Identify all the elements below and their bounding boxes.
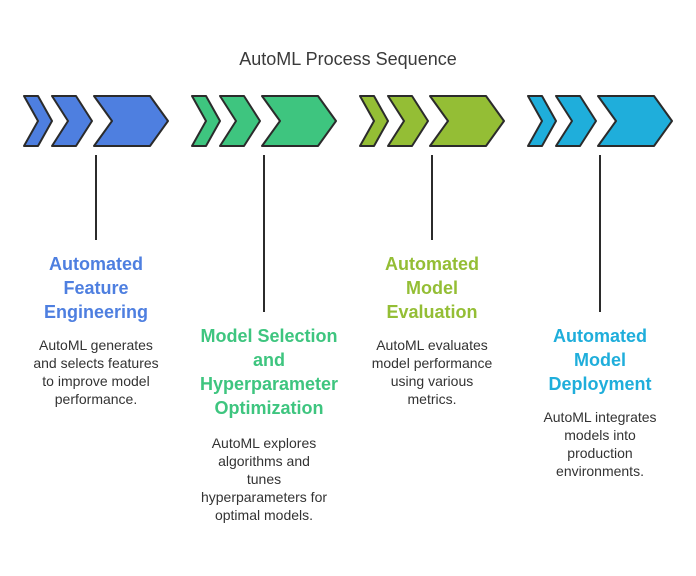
- step-1-description-line: and selects features: [33, 355, 159, 371]
- step-1-chevron-small: [23, 95, 53, 147]
- step-2-chevron-large: [261, 95, 337, 147]
- step-2-description-line: hyperparameters for: [200, 489, 328, 505]
- step-4-description-line: AutoML integrates: [543, 409, 657, 425]
- step-2-description-line: AutoML explores: [211, 435, 317, 451]
- step-2-chevron-medium: [219, 95, 261, 147]
- step-2-description-line: tunes: [246, 471, 282, 487]
- step-4-chevron-group: [527, 95, 673, 312]
- step-3-chevron-small: [359, 95, 389, 147]
- step-3-description-line: model performance: [371, 355, 493, 371]
- step-3-heading-line: Automated: [385, 254, 479, 274]
- step-2-chevron-group: [191, 95, 337, 312]
- step-2-description-line: algorithms and: [218, 453, 310, 469]
- step-3-chevron-group: [359, 95, 505, 240]
- step-4-heading: Automated Model Deployment: [525, 324, 675, 396]
- step-4-chevron-large: [597, 95, 673, 147]
- step-2-heading-line: Model Selection: [200, 326, 338, 346]
- step-3-description-line: metrics.: [407, 391, 457, 407]
- step-4-description-line: models into: [564, 427, 636, 443]
- step-2-description: AutoML explores algorithms and tunes hyp…: [189, 434, 339, 524]
- step-3-chevron-large: [429, 95, 505, 147]
- step-1-heading: Automated Feature Engineering: [21, 252, 171, 324]
- step-3-heading-line: Evaluation: [386, 302, 478, 322]
- step-3-description: AutoML evaluates model performance using…: [357, 336, 507, 408]
- step-3-description-line: using various: [390, 373, 474, 389]
- step-1-heading-line: Automated: [49, 254, 143, 274]
- step-4-description-line: production: [567, 445, 633, 461]
- step-3-heading: Automated Model Evaluation: [357, 252, 507, 324]
- step-3-description-line: AutoML evaluates: [376, 337, 488, 353]
- step-1-heading-line: Feature: [63, 278, 129, 298]
- step-4-description: AutoML integrates models into production…: [525, 408, 675, 480]
- step-3-heading-line: Model: [406, 278, 458, 298]
- step-2-heading-line: Hyperparameter: [199, 374, 339, 394]
- step-2-chevron-small: [191, 95, 221, 147]
- step-2-heading-line: Optimization: [214, 398, 324, 418]
- step-4-chevron-medium: [555, 95, 597, 147]
- step-2-heading: Model Selection and Hyperparameter Optim…: [189, 324, 349, 420]
- step-2-description-line: optimal models.: [214, 507, 314, 523]
- step-4-heading-line: Deployment: [548, 374, 652, 394]
- step-1-description-line: to improve model: [42, 373, 150, 389]
- step-1-chevron-group: [23, 95, 169, 240]
- step-4-heading-line: Model: [574, 350, 626, 370]
- step-4-heading-line: Automated: [553, 326, 647, 346]
- step-2-heading-line: and: [252, 350, 285, 370]
- step-1-heading-line: Engineering: [43, 302, 148, 322]
- step-4-chevron-small: [527, 95, 557, 147]
- step-1-description: AutoML generates and selects features to…: [21, 336, 171, 408]
- step-1-chevron-large: [93, 95, 169, 147]
- diagram-title: AutoML Process Sequence: [239, 49, 457, 69]
- step-3-chevron-medium: [387, 95, 429, 147]
- step-4-description-line: environments.: [556, 463, 644, 479]
- step-1-description-line: AutoML generates: [39, 337, 153, 353]
- step-1-chevron-medium: [51, 95, 93, 147]
- step-1-description-line: performance.: [54, 391, 138, 407]
